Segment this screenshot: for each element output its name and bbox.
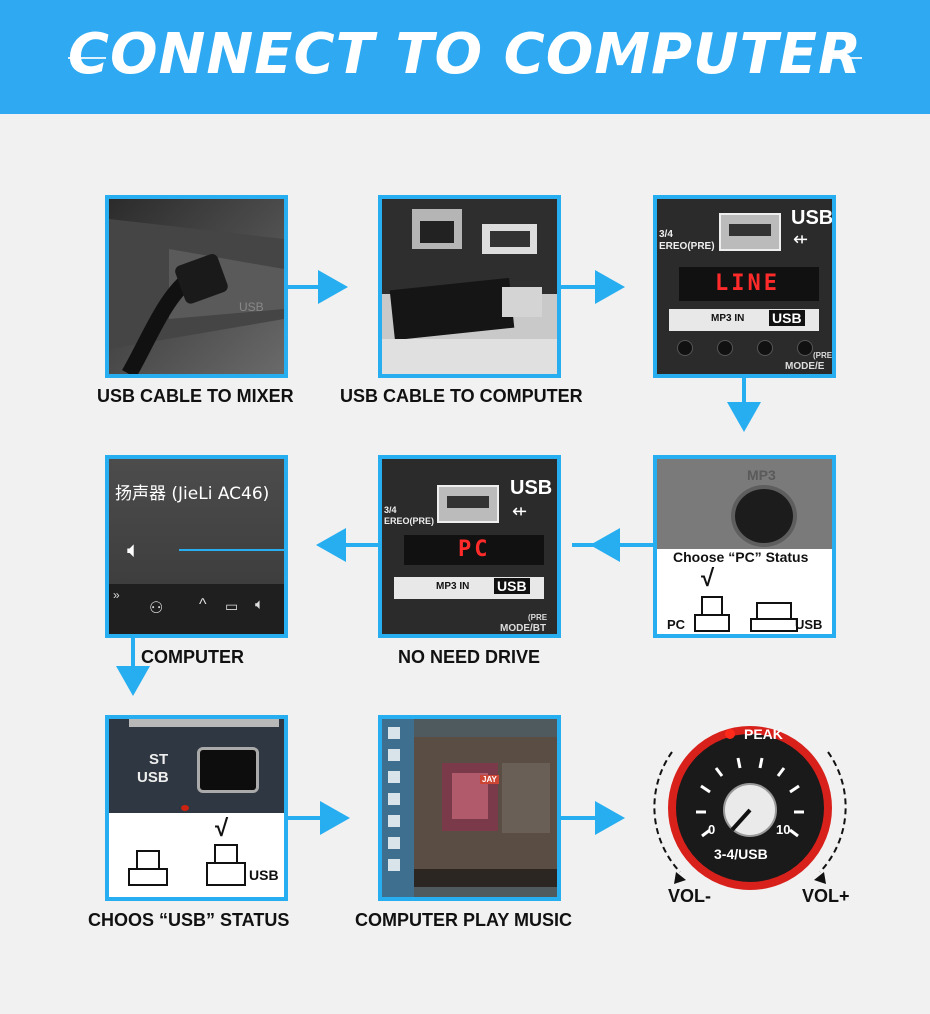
step-mixer-line-display-photo: 3/4 EREO(PRE) USB ⇷ LINE MP3 IN USB (PRE… bbox=[653, 195, 836, 378]
lcd-display: LINE bbox=[679, 267, 819, 301]
st-usb-switch bbox=[197, 747, 259, 793]
step-usb-cable-to-mixer-photo: USB bbox=[105, 195, 288, 378]
connector-line-6 bbox=[131, 634, 135, 674]
caption-computer: COMPUTER bbox=[141, 647, 244, 667]
people-icon[interactable]: ⚇ bbox=[149, 600, 164, 617]
input-label: 3/4 bbox=[384, 505, 397, 515]
arrow-down-icon bbox=[727, 402, 761, 432]
mp3-in-strip: MP3 IN USB bbox=[394, 577, 544, 599]
playback-device-name: 扬声器 (JieLi AC46) bbox=[115, 484, 270, 504]
lcd-text: LINE bbox=[715, 271, 780, 296]
caption-no-need-drive: NO NEED DRIVE bbox=[398, 647, 541, 667]
stereo-label: EREO(PRE) bbox=[659, 241, 715, 252]
step-computer-play-music-screenshot: JAY bbox=[378, 715, 561, 901]
mixer-knob-photo: MP3 bbox=[657, 459, 832, 549]
control-button bbox=[677, 340, 693, 356]
chevron-up-icon[interactable]: ^ bbox=[199, 596, 207, 613]
pc-label: PC bbox=[667, 617, 686, 632]
usb-symbol-icon: ⇷ bbox=[793, 229, 809, 249]
connector-line-1 bbox=[284, 285, 334, 289]
caption-usb-cable-to-mixer: USB CABLE TO MIXER bbox=[97, 386, 294, 406]
banner-rule-right bbox=[824, 57, 862, 59]
step-choose-usb-status: ST USB √ USB bbox=[105, 715, 288, 901]
arrow-right-icon bbox=[320, 801, 350, 835]
connector-line-8 bbox=[556, 816, 608, 820]
checkmark-icon: √ bbox=[215, 815, 229, 842]
arrow-left-icon bbox=[590, 528, 620, 562]
control-button bbox=[717, 340, 733, 356]
usb-label: USB bbox=[510, 477, 553, 499]
volume-slider-line[interactable] bbox=[179, 549, 284, 551]
arrow-left-icon bbox=[316, 528, 346, 562]
lcd-display: PC bbox=[404, 535, 544, 565]
speaker-tray-icon[interactable]: 🔈︎ bbox=[255, 596, 265, 613]
usb-symbol-icon: ⇷ bbox=[512, 501, 528, 521]
usb-label: USB bbox=[791, 207, 834, 229]
checkmark-icon: √ bbox=[701, 565, 715, 592]
mp3-in-strip: MP3 IN USB bbox=[669, 309, 819, 331]
network-icon[interactable]: ▭ bbox=[225, 598, 239, 614]
connector-line-7 bbox=[284, 816, 336, 820]
knob-max-label: 10 bbox=[776, 822, 791, 837]
usb-badge: USB bbox=[769, 310, 805, 326]
usb-port-icon bbox=[437, 485, 499, 523]
switch-state-diagram bbox=[694, 596, 798, 632]
peak-label: PEAK bbox=[744, 726, 783, 742]
page-title: CONNECT TO COMPUTER bbox=[67, 22, 863, 87]
connector-line-5 bbox=[330, 543, 380, 547]
album-tag: JAY bbox=[480, 775, 499, 784]
switch-state-diagram bbox=[128, 844, 246, 886]
arrow-right-icon bbox=[318, 270, 348, 304]
mp3-label: MP3 bbox=[747, 467, 776, 483]
connector-line-3 bbox=[742, 375, 746, 410]
usb-badge: USB bbox=[494, 578, 530, 594]
knob-channel-label: 3-4/USB bbox=[714, 846, 768, 862]
usb-switch-label: USB bbox=[137, 769, 169, 786]
banner-rule-left bbox=[68, 57, 106, 59]
mode-label: MODE/BT bbox=[500, 623, 547, 634]
mp3-in-label: MP3 IN bbox=[436, 581, 470, 592]
expand-icon[interactable]: » bbox=[113, 588, 120, 602]
step-usb-cable-to-computer-photo bbox=[378, 195, 561, 378]
step-computer-sound-panel: 扬声器 (JieLi AC46) 🔈︎ » ⚇ ^ ▭ 🔈︎ bbox=[105, 455, 288, 638]
pre-label: (PRE bbox=[813, 351, 833, 360]
step-no-need-drive-photo: 3/4 EREO(PRE) USB ⇷ PC MP3 IN USB (PRE M… bbox=[378, 455, 561, 638]
control-button bbox=[757, 340, 773, 356]
caption-computer-play-music: COMPUTER PLAY MUSIC bbox=[355, 910, 573, 930]
control-button bbox=[797, 340, 813, 356]
caption-usb-cable-to-computer: USB CABLE TO COMPUTER bbox=[340, 386, 583, 406]
knob-min-label: 0 bbox=[708, 822, 716, 837]
mode-label: MODE/E bbox=[785, 361, 825, 372]
photo-usb-text: USB bbox=[239, 300, 264, 314]
vol-up-label: VOL+ bbox=[802, 886, 850, 906]
taskbar: » ⚇ ^ ▭ 🔈︎ bbox=[109, 584, 284, 634]
mp3-in-label: MP3 IN bbox=[711, 313, 745, 324]
connector-line-2 bbox=[556, 285, 614, 289]
choose-pc-label: Choose “PC” Status bbox=[673, 549, 809, 565]
step-volume-knob: PEAK 0 10 3-4/USB bbox=[650, 712, 850, 912]
header-banner: CONNECT TO COMPUTER bbox=[0, 0, 930, 114]
st-label: ST bbox=[149, 751, 169, 768]
mixer-switch-photo: ST USB bbox=[109, 719, 284, 813]
speaker-volume-icon[interactable]: 🔈︎ bbox=[127, 537, 141, 562]
input-label: 3/4 bbox=[659, 229, 673, 240]
usb-label: USB bbox=[795, 617, 823, 632]
caption-choose-usb-status: CHOOS “USB” STATUS bbox=[88, 910, 290, 930]
pre-label: (PRE bbox=[528, 613, 548, 622]
arrow-down-icon bbox=[116, 666, 150, 696]
stereo-label: EREO(PRE) bbox=[384, 516, 435, 526]
arrow-right-icon bbox=[595, 801, 625, 835]
step-choose-pc-status: MP3 Choose “PC” Status √ PC USB bbox=[653, 455, 836, 638]
usb-port-icon bbox=[719, 213, 781, 251]
vol-down-label: VOL- bbox=[668, 886, 711, 906]
arrow-right-icon bbox=[595, 270, 625, 304]
lcd-text: PC bbox=[458, 537, 491, 562]
pc-usb-switch-knob bbox=[735, 489, 793, 543]
usb-tag: USB bbox=[249, 867, 279, 883]
